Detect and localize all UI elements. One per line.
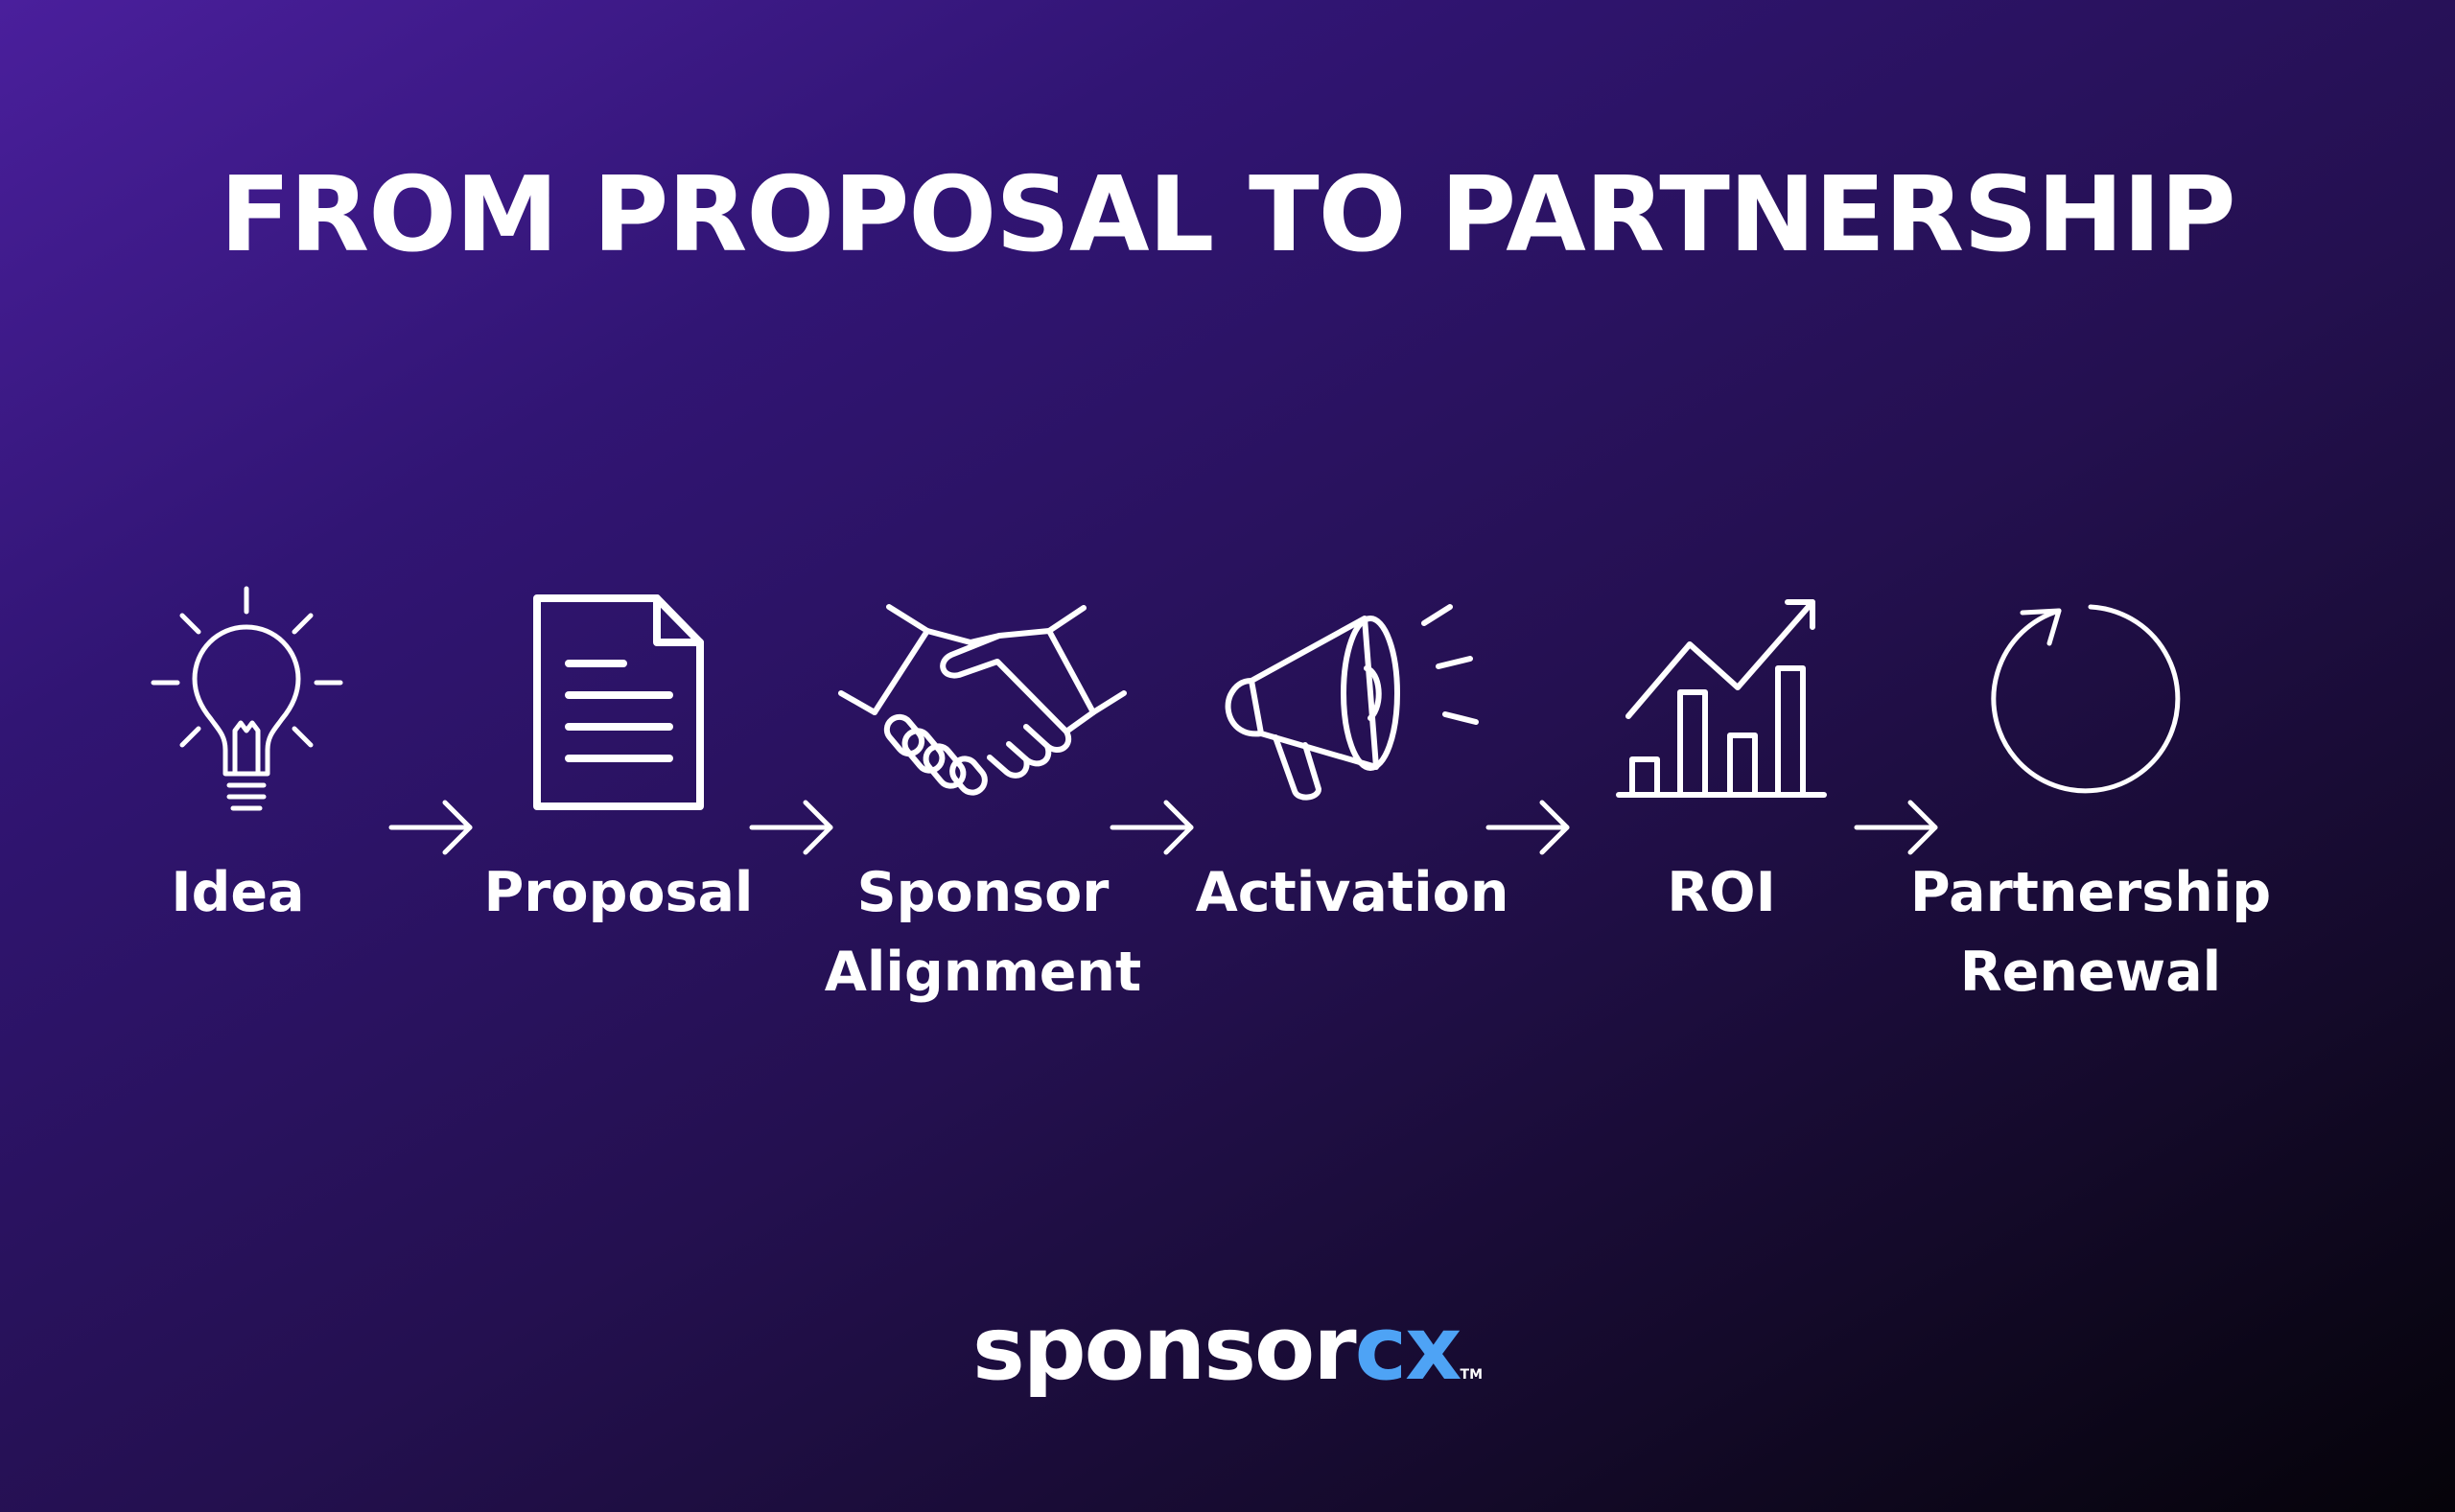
sponsorcx-logo: sponsorcxTM [0, 1296, 2455, 1428]
document-icon [532, 594, 705, 810]
growth-chart-icon [1615, 596, 1831, 803]
logo-wordmark: sponsor [971, 1297, 1357, 1400]
renew-cycle-icon [1990, 599, 2191, 801]
step-label-line: Partnership [1909, 861, 2272, 924]
arrow-right-icon [748, 798, 836, 861]
step-label-partnership-renewal: Partnership Renewal [1899, 853, 2282, 1012]
logo-accent: cx [1354, 1297, 1462, 1400]
step-label-line: Renewal [1959, 941, 2222, 1004]
step-label-activation: Activation [1160, 853, 1544, 933]
handshake-icon [836, 602, 1129, 799]
page-title: FROM PROPOSAL TO PARTNERSHIP [220, 155, 2235, 275]
step-label-line: Alignment [824, 941, 1142, 1004]
step-label-line: ROI [1667, 861, 1776, 924]
step-label-idea: Idea [46, 853, 430, 933]
step-label-line: Activation [1195, 861, 1509, 924]
step-label-line: Proposal [483, 861, 754, 924]
logo-trademark: TM [1460, 1367, 1484, 1383]
step-label-proposal: Proposal [427, 853, 810, 933]
step-label-line: Idea [171, 861, 305, 924]
arrow-right-icon [387, 798, 476, 861]
arrow-right-icon [1485, 798, 1573, 861]
arrow-right-icon [1853, 798, 1941, 861]
step-label-sponsor-alignment: Sponsor Alignment [791, 853, 1175, 1012]
step-label-line: Sponsor [856, 861, 1110, 924]
step-label-roi: ROI [1530, 853, 1913, 933]
lightbulb-icon [149, 586, 345, 822]
megaphone-icon [1223, 599, 1482, 805]
arrow-right-icon [1109, 798, 1197, 861]
